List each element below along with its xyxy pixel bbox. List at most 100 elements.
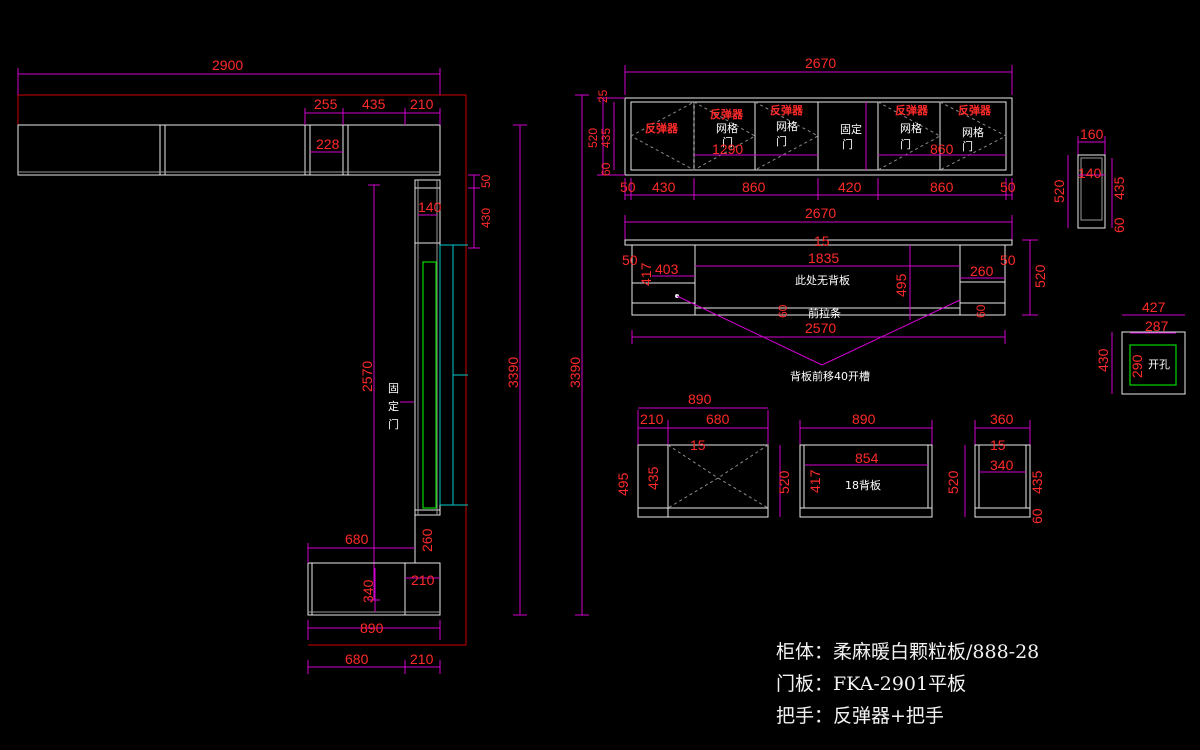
upper-elevation: 2670 反弹器 反弹器 反弹器 反弹器 反弹器 网格 门 网格 门 固定 门 … — [586, 55, 1016, 200]
dim-50-right: 50 — [1000, 252, 1016, 268]
rebound-label-2: 反弹器 — [710, 107, 744, 121]
dim-520-lower: 520 — [1032, 264, 1048, 288]
fixed-door-char-2: 定 — [388, 399, 399, 413]
cabinet-right: 360 15 340 435 60 — [974, 411, 1045, 524]
dim-680-base: 680 — [345, 651, 369, 667]
dim-140: 140 — [418, 199, 442, 215]
dim-50-left: 50 — [622, 252, 638, 268]
no-back-panel-note: 此处无背板 — [795, 273, 850, 287]
dim-680-cab: 680 — [706, 411, 730, 427]
dim-287: 287 — [1145, 318, 1169, 334]
dim-bottom-420: 420 — [838, 179, 862, 195]
dim-680-upper: 680 — [345, 531, 369, 547]
rebound-label-5: 反弹器 — [958, 103, 992, 117]
dim-260: 260 — [419, 528, 435, 552]
dim-890-mid: 890 — [852, 411, 876, 427]
dim-435-cab: 435 — [645, 466, 661, 490]
fixed-door-upper: 固定 — [840, 122, 862, 136]
material-legend: 柜体：柔麻暖白颗粒板/888-28 门板：FKA-2901平板 把手：反弹器+把… — [776, 636, 1039, 732]
legend-handle: 把手：反弹器+把手 — [776, 705, 944, 727]
rebound-label-4: 反弹器 — [895, 103, 929, 117]
dim-435: 435 — [362, 96, 386, 112]
dim-520-cab-left: 520 — [776, 470, 792, 494]
dim-top-2900: 2900 — [212, 57, 243, 73]
grid-door-1b: 门 — [722, 135, 733, 149]
dim-890-plan: 890 — [360, 620, 384, 636]
legend-door-panel: 门板：FKA-2901平板 — [776, 673, 967, 695]
dim-427: 427 — [1142, 299, 1166, 315]
dim-854: 854 — [855, 450, 879, 466]
dim-60-right: 60 — [1029, 508, 1045, 524]
dim-50: 50 — [479, 174, 493, 188]
small-side-view: 160 140 520 435 60 — [1051, 126, 1127, 233]
rebound-label-3: 反弹器 — [770, 103, 804, 117]
dim-228: 228 — [316, 136, 340, 152]
dim-15-cab: 15 — [690, 437, 706, 453]
back-panel-label: 18背板 — [845, 478, 881, 492]
dim-417-left: 417 — [638, 262, 654, 286]
legend-cabinet-body: 柜体：柔麻暖白颗粒板/888-28 — [776, 641, 1040, 663]
dim-3390-b: 3390 — [567, 357, 583, 388]
fixed-door-char-1: 固 — [388, 382, 399, 395]
dim-495-lower: 495 — [893, 273, 909, 297]
dim-210: 210 — [410, 96, 434, 112]
cabinet-left: 890 210 680 15 495 435 520 — [615, 391, 792, 518]
dim-210-lower: 210 — [411, 572, 435, 588]
dim-15-right: 15 — [990, 437, 1006, 453]
dim-25: 25 — [596, 89, 610, 103]
dim-2570-vertical: 2570 — [359, 361, 375, 392]
dim-340-right: 340 — [990, 457, 1014, 473]
dim-260-lower: 260 — [970, 263, 994, 279]
cabinet-middle: 890 854 417 18背板 520 — [799, 411, 966, 518]
dim-890-left: 890 — [688, 391, 712, 407]
dim-bottom-860a: 860 — [742, 179, 766, 195]
hole-detail: 427 287 430 290 开孔 — [1095, 299, 1186, 395]
dim-430-hole: 430 — [1095, 348, 1111, 372]
dim-435-side: 435 — [1111, 176, 1127, 200]
dim-60-upper: 60 — [599, 162, 613, 176]
groove-note: 背板前移40开槽 — [790, 369, 870, 383]
dim-1290: 1290 — [712, 141, 743, 157]
dim-2670-lower: 2670 — [805, 205, 836, 221]
dim-520-side: 520 — [1051, 179, 1067, 203]
dim-15-lower: 15 — [814, 233, 830, 249]
fixed-door-upper-b: 门 — [842, 137, 853, 151]
dim-403: 403 — [655, 261, 679, 277]
dim-340: 340 — [360, 579, 376, 603]
dim-360: 360 — [990, 411, 1014, 427]
grid-door-1: 网格 — [716, 121, 738, 135]
dim-210-base: 210 — [410, 651, 434, 667]
dim-bottom-860b: 860 — [930, 179, 954, 195]
lower-elevation: 2670 15 1835 50 417 403 50 260 495 520 此… — [622, 205, 1048, 383]
dim-520-cab-mid: 520 — [945, 470, 961, 494]
dim-860-inner: 860 — [930, 141, 954, 157]
dim-435-upper: 435 — [599, 128, 613, 148]
dim-495-cab: 495 — [615, 472, 631, 496]
dim-160: 160 — [1080, 126, 1104, 142]
dim-bottom-50a: 50 — [620, 179, 636, 195]
dim-417-mid: 417 — [807, 469, 823, 493]
dim-210-cab: 210 — [640, 411, 664, 427]
dim-1835: 1835 — [808, 250, 839, 266]
dim-60-side: 60 — [1111, 217, 1127, 233]
plan-view: 2900 255 435 210 228 140 — [17, 57, 589, 674]
dim-3390-a: 3390 — [505, 357, 521, 388]
dim-430: 430 — [479, 208, 493, 228]
grid-door-2b: 门 — [776, 134, 787, 148]
dim-435-right: 435 — [1029, 470, 1045, 494]
dim-140-side: 140 — [1078, 165, 1102, 181]
dim-2670-upper: 2670 — [805, 55, 836, 71]
rebound-label-1: 反弹器 — [645, 121, 679, 135]
grid-door-3: 网格 — [900, 121, 922, 135]
grid-door-2: 网格 — [776, 119, 798, 133]
fixed-door-char-3: 门 — [388, 417, 399, 431]
front-rail-note: 前拉条 — [808, 306, 841, 320]
dim-255: 255 — [314, 96, 338, 112]
dim-60-kick-a: 60 — [776, 304, 790, 318]
hole-label: 开孔 — [1148, 358, 1170, 371]
dim-2570-lower: 2570 — [805, 320, 836, 336]
grid-door-3b: 门 — [900, 137, 911, 151]
dim-60-kick-b: 60 — [974, 304, 988, 318]
dim-bottom-50b: 50 — [1000, 179, 1016, 195]
